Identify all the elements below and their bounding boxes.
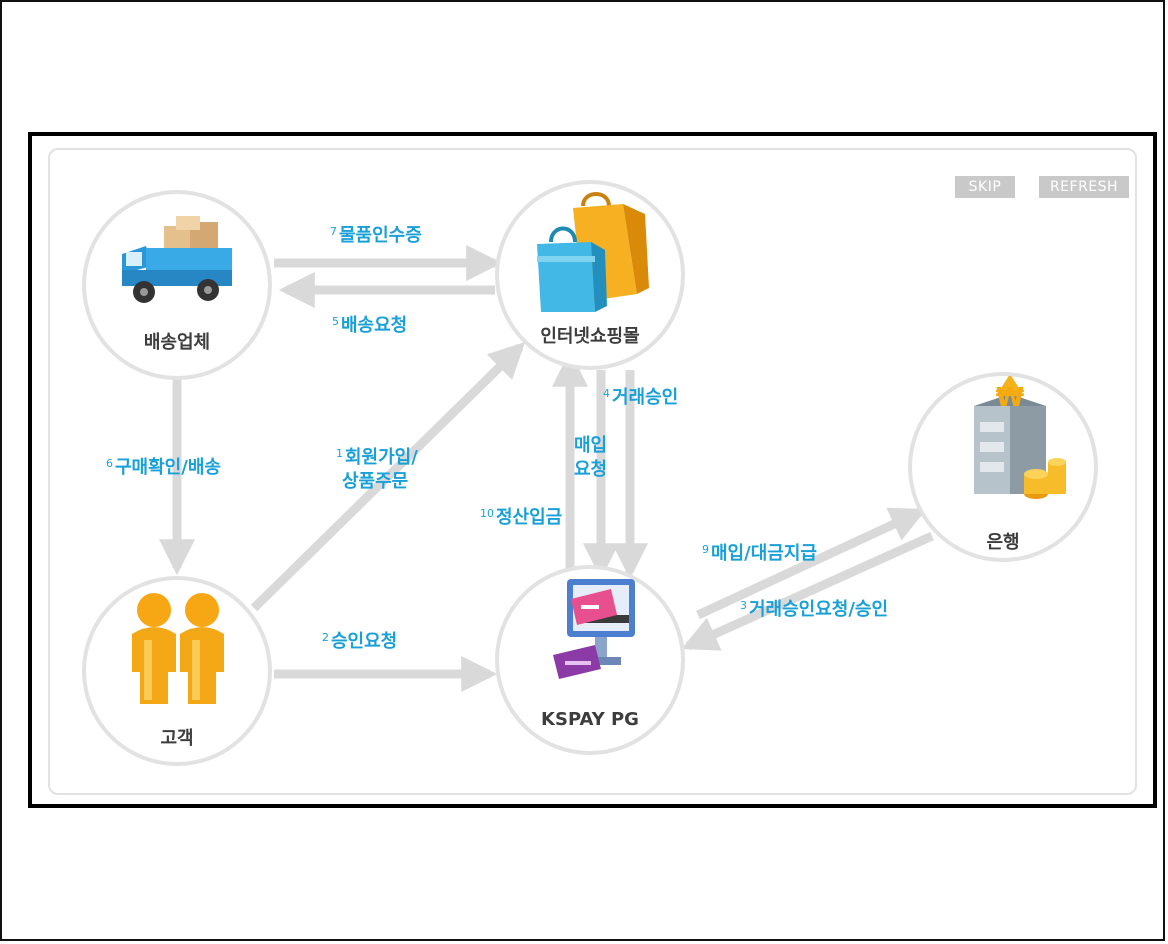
step-5-number: 5 bbox=[332, 315, 339, 328]
people-icon bbox=[132, 593, 224, 704]
step-1-number: 1 bbox=[336, 447, 343, 460]
arrow-payment bbox=[696, 507, 927, 620]
step-8-text-line1: 매입 bbox=[574, 435, 608, 456]
node-label-bank: 은행 bbox=[986, 532, 1020, 553]
flow-arrows bbox=[159, 245, 934, 692]
step-7-number: 7 bbox=[330, 225, 337, 238]
node-label-shop: 인터넷쇼핑몰 bbox=[540, 326, 640, 347]
svg-text:₩: ₩ bbox=[996, 383, 1025, 413]
step-10-text: 정산입금 bbox=[496, 507, 563, 528]
shopping-bags-icon bbox=[537, 192, 649, 312]
node-label-delivery: 배송업체 bbox=[143, 332, 211, 353]
arrow-signup-order bbox=[250, 341, 526, 612]
step-8-label: 매입 요청 bbox=[574, 434, 607, 482]
payment-terminal-icon bbox=[553, 579, 635, 679]
step-4-number: 4 bbox=[603, 387, 610, 400]
step-3-number: 3 bbox=[740, 599, 747, 612]
step-7-text: 물품인수증 bbox=[339, 225, 422, 246]
node-label-customer: 고객 bbox=[160, 728, 194, 749]
node-label-pg: KSPAY PG bbox=[541, 709, 639, 730]
step-2-number: 2 bbox=[322, 631, 329, 644]
refresh-button[interactable]: REFRESH bbox=[1039, 176, 1129, 198]
arrow-trade-approval-request bbox=[681, 531, 934, 651]
node-customer: 고객 bbox=[82, 576, 272, 766]
step-9-number: 9 bbox=[702, 543, 709, 556]
diagram-panel: SKIP REFRESH 배송업체 bbox=[48, 148, 1137, 795]
step-9-text: 매입/대금지급 bbox=[711, 543, 817, 564]
step-3-text: 거래승인요청/승인 bbox=[749, 599, 889, 620]
step-6-number: 6 bbox=[106, 457, 113, 470]
node-delivery: 배송업체 bbox=[82, 190, 272, 380]
bank-building-icon: ₩ bbox=[974, 376, 1066, 499]
node-pg: KSPAY PG bbox=[495, 565, 685, 755]
step-1-text-line1: 회원가입/ bbox=[345, 447, 418, 468]
step-1-text-line2: 상품주문 bbox=[342, 471, 409, 492]
step-6-text: 구매확인/배송 bbox=[115, 457, 221, 478]
diagram-frame: SKIP REFRESH 배송업체 bbox=[28, 132, 1157, 808]
node-shop: 인터넷쇼핑몰 bbox=[495, 180, 685, 370]
node-bank: ₩ 은행 bbox=[908, 372, 1098, 562]
step-2-text: 승인요청 bbox=[331, 631, 398, 652]
step-8-text-line2: 요청 bbox=[574, 459, 608, 480]
step-10-number: 10 bbox=[480, 507, 494, 520]
step-5-text: 배송요청 bbox=[341, 315, 408, 336]
skip-button[interactable]: SKIP bbox=[955, 176, 1015, 198]
step-4-text: 거래승인 bbox=[612, 387, 679, 408]
truck-icon bbox=[122, 216, 232, 303]
